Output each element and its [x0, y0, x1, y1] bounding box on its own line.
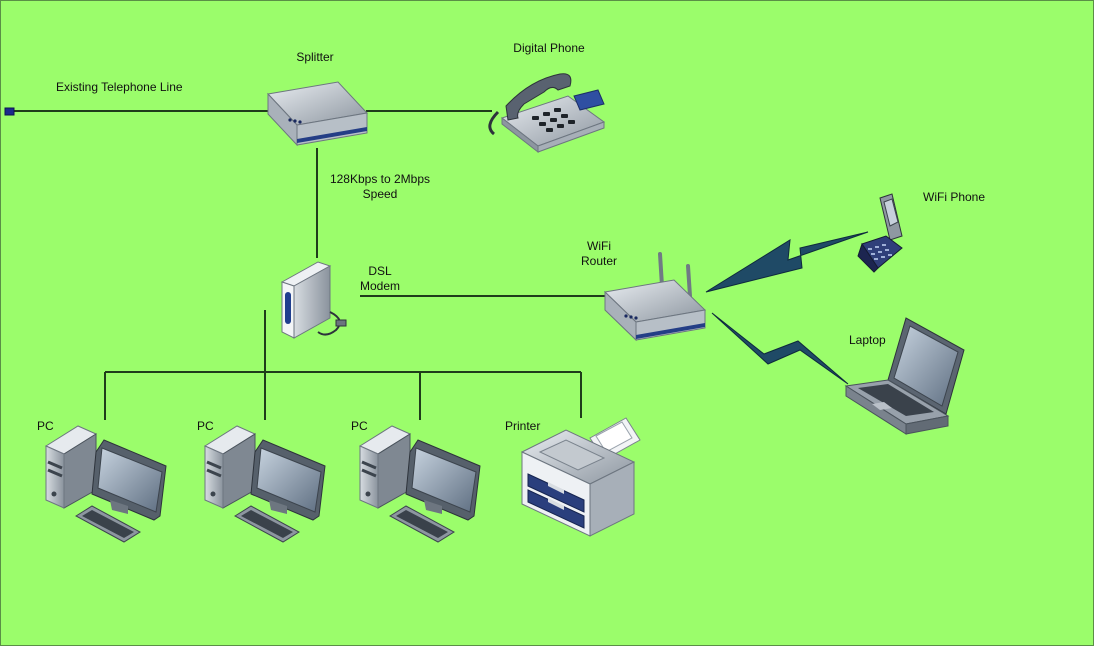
telephone-line-label: Existing Telephone Line: [56, 80, 183, 94]
splitter-icon: [267, 81, 368, 147]
line-jack-icon: [4, 107, 15, 116]
desk-phone-icon: [488, 73, 606, 154]
wireless-link-phone: [705, 231, 869, 293]
wires: [10, 110, 605, 420]
laptop-label: Laptop: [849, 333, 886, 347]
router-icon: [603, 252, 707, 342]
laptop-icon: [844, 317, 965, 435]
pc-2-label: PC: [197, 419, 214, 433]
modem-label-line2: Modem: [359, 279, 401, 293]
desktop-pc-icon: [358, 425, 481, 543]
printer-label: Printer: [505, 419, 541, 433]
speed-label-line2: Speed: [362, 187, 398, 201]
pc-1-label: PC: [37, 419, 54, 433]
modem-label-line1: DSL: [368, 264, 392, 278]
speed-label-line1: 128Kbps to 2Mbps: [329, 172, 431, 186]
desktop-pc-icon: [203, 425, 326, 543]
splitter-label: Splitter: [296, 50, 334, 64]
modem-icon: [280, 261, 347, 339]
digital-phone-label: Digital Phone: [513, 41, 585, 55]
desktop-pc-icon: [44, 425, 167, 543]
pc-3-label: PC: [351, 419, 368, 433]
wireless-link-laptop: [711, 312, 849, 385]
flip-phone-icon: [857, 193, 903, 273]
router-label-line1: WiFi: [587, 239, 611, 253]
router-label-line2: Router: [580, 254, 618, 268]
printer-icon: [520, 417, 641, 537]
wifi-phone-label: WiFi Phone: [923, 190, 986, 204]
